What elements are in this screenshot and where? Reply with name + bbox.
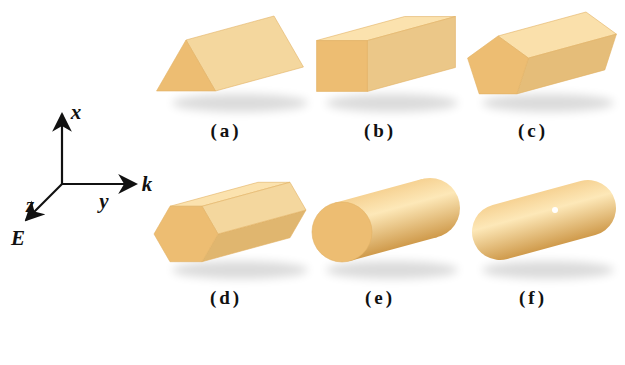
axis-label: k [142,172,153,197]
axis-label: x [71,100,82,125]
x-axis [61,114,63,184]
capsule [500,207,588,232]
pentagonal-prism [468,12,617,94]
y-axis [62,183,136,185]
shadow [482,94,614,112]
prism-end [154,206,218,261]
z-axis [26,184,62,220]
cylinder-end [312,202,372,262]
square-prism [317,17,456,92]
panel-label: (d) [210,287,242,309]
axes [26,114,136,220]
prism-face [517,34,617,94]
panel-label: (a) [210,120,241,142]
shadow [172,94,308,112]
axis-label: z [26,193,34,218]
shapes [154,12,616,279]
cylinder [312,178,460,262]
panel-label: (e) [365,287,395,309]
shadow [482,261,614,279]
triangular-prism [157,16,304,91]
hexagonal-prism [154,182,306,261]
panel-label: (f) [519,287,547,309]
prism-end [157,40,216,91]
panel-label: (b) [364,120,396,142]
prism-end [468,36,529,94]
shadow [172,261,308,279]
prism-face [202,182,306,234]
panel-label: (c) [518,120,548,142]
field-label: E [11,226,25,251]
shadow [326,261,458,279]
axis-label: y [99,189,108,214]
prism-end [317,41,368,92]
capsule-body [500,208,588,232]
highlight [552,207,558,213]
shadow [326,94,458,112]
prism-face [367,17,455,92]
